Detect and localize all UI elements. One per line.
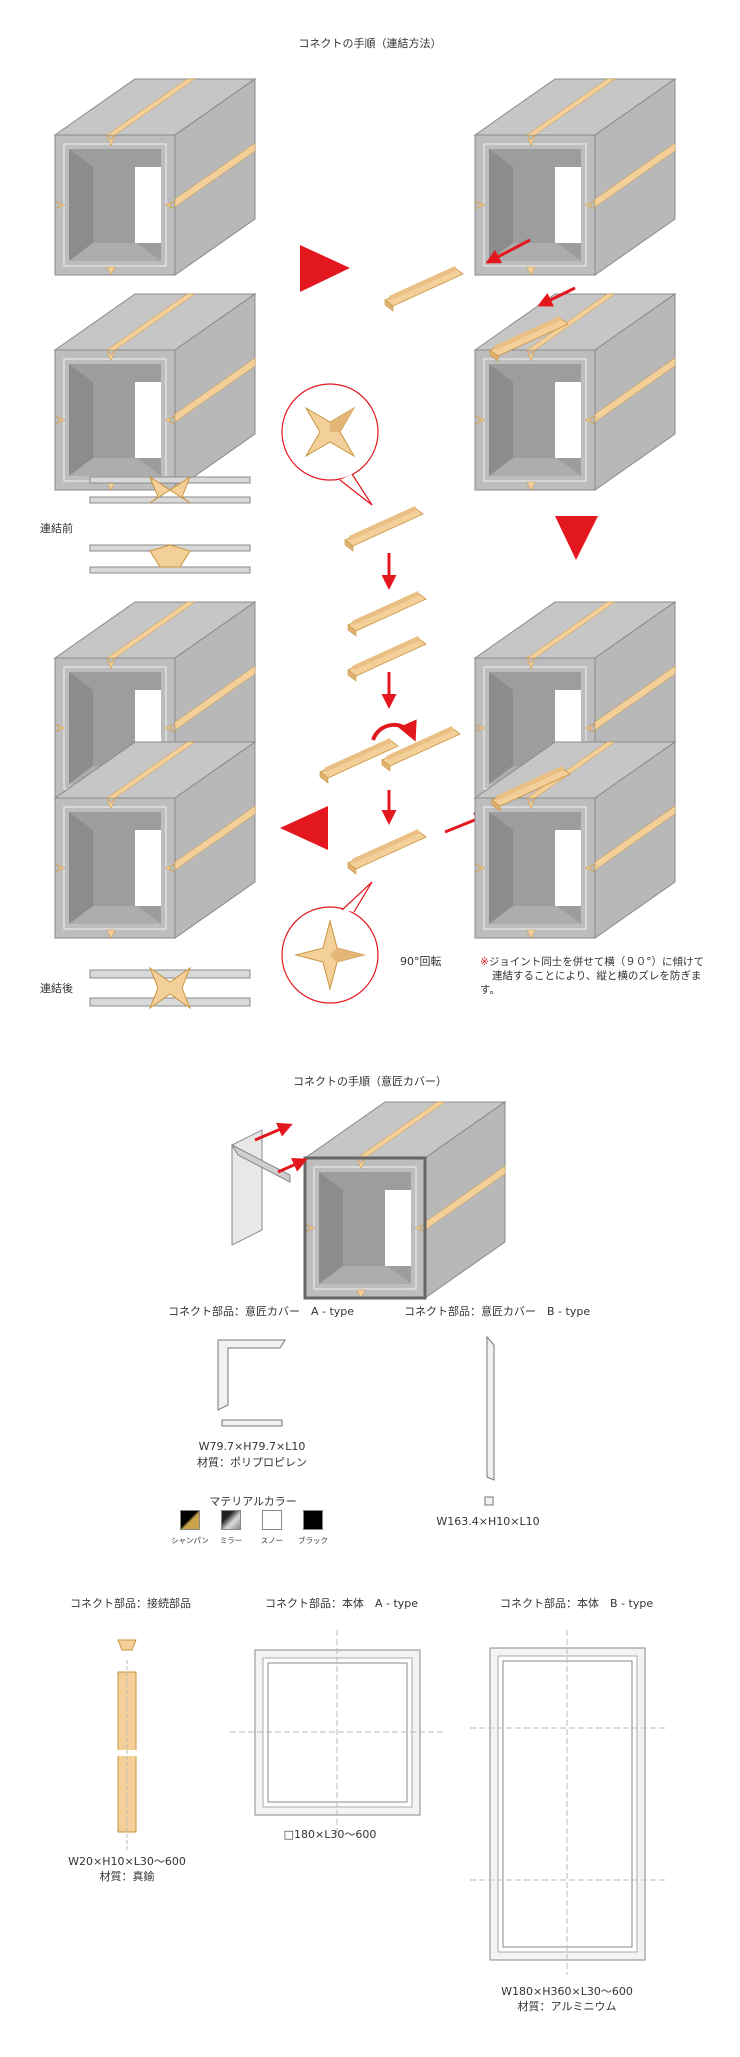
joint-title: コネクト部品：接続部品 bbox=[70, 1597, 191, 1610]
body-b-profile bbox=[470, 1630, 665, 1975]
before-label: 連結前 bbox=[40, 522, 73, 535]
cover-b-title: コネクト部品：意匠カバー B - type bbox=[404, 1305, 591, 1318]
cover-illustration bbox=[303, 1101, 506, 1300]
procedure-title: コネクトの手順（連結方法） bbox=[298, 37, 442, 50]
before-rail-1 bbox=[89, 475, 251, 504]
after-label: 連結後 bbox=[40, 982, 73, 995]
color-swatch-label: ブラック bbox=[298, 1536, 328, 1545]
before-rail-2 bbox=[89, 544, 251, 574]
body-b-material: 材質：アルミニウム bbox=[517, 2000, 617, 2013]
box-illustration bbox=[54, 293, 256, 491]
color-swatch bbox=[303, 1510, 323, 1530]
cover-title: コネクトの手順（意匠カバー） bbox=[293, 1075, 447, 1088]
body-b-dims: W180×H360×L30〜600 bbox=[501, 1985, 633, 1998]
box-illustration bbox=[54, 78, 256, 276]
connection-note: ※ジョイント同士を併せて横（９０°）に傾けて 連結することにより、縦と横のズレを… bbox=[480, 956, 705, 996]
material-color-title: マテリアルカラー bbox=[209, 1495, 297, 1508]
after-rail bbox=[89, 966, 251, 1010]
body-a-profile bbox=[230, 1630, 445, 1835]
box-illustration bbox=[474, 78, 676, 276]
joint-dims: W20×H10×L30〜600 bbox=[68, 1855, 186, 1868]
box-illustration bbox=[474, 293, 676, 491]
body-a-dims: □180×L30〜600 bbox=[283, 1828, 377, 1841]
cover-a-dims: W79.7×H79.7×L10 bbox=[198, 1440, 306, 1453]
color-swatch-label: シャンパン bbox=[171, 1536, 209, 1545]
color-swatch bbox=[221, 1510, 241, 1530]
color-swatch bbox=[180, 1510, 200, 1530]
cover-b-dims: W163.4×H10×L10 bbox=[436, 1515, 540, 1528]
rotate-label: 90°回転 bbox=[400, 955, 442, 968]
cover-a-material: 材質：ポリプロピレン bbox=[197, 1456, 307, 1469]
joint-material: 材質：真鍮 bbox=[99, 1870, 155, 1883]
cover-a-title: コネクト部品：意匠カバー A - type bbox=[168, 1305, 355, 1318]
body-b-title: コネクト部品：本体 B - type bbox=[500, 1597, 654, 1610]
body-a-title: コネクト部品：本体 A - type bbox=[265, 1597, 419, 1610]
color-swatch bbox=[262, 1510, 282, 1530]
color-swatch-label: スノー bbox=[260, 1536, 284, 1545]
triangle-right-icon bbox=[300, 245, 350, 292]
color-swatch-label: ミラー bbox=[219, 1536, 243, 1545]
triangle-down-icon bbox=[555, 516, 598, 560]
triangle-left-icon bbox=[280, 806, 328, 850]
